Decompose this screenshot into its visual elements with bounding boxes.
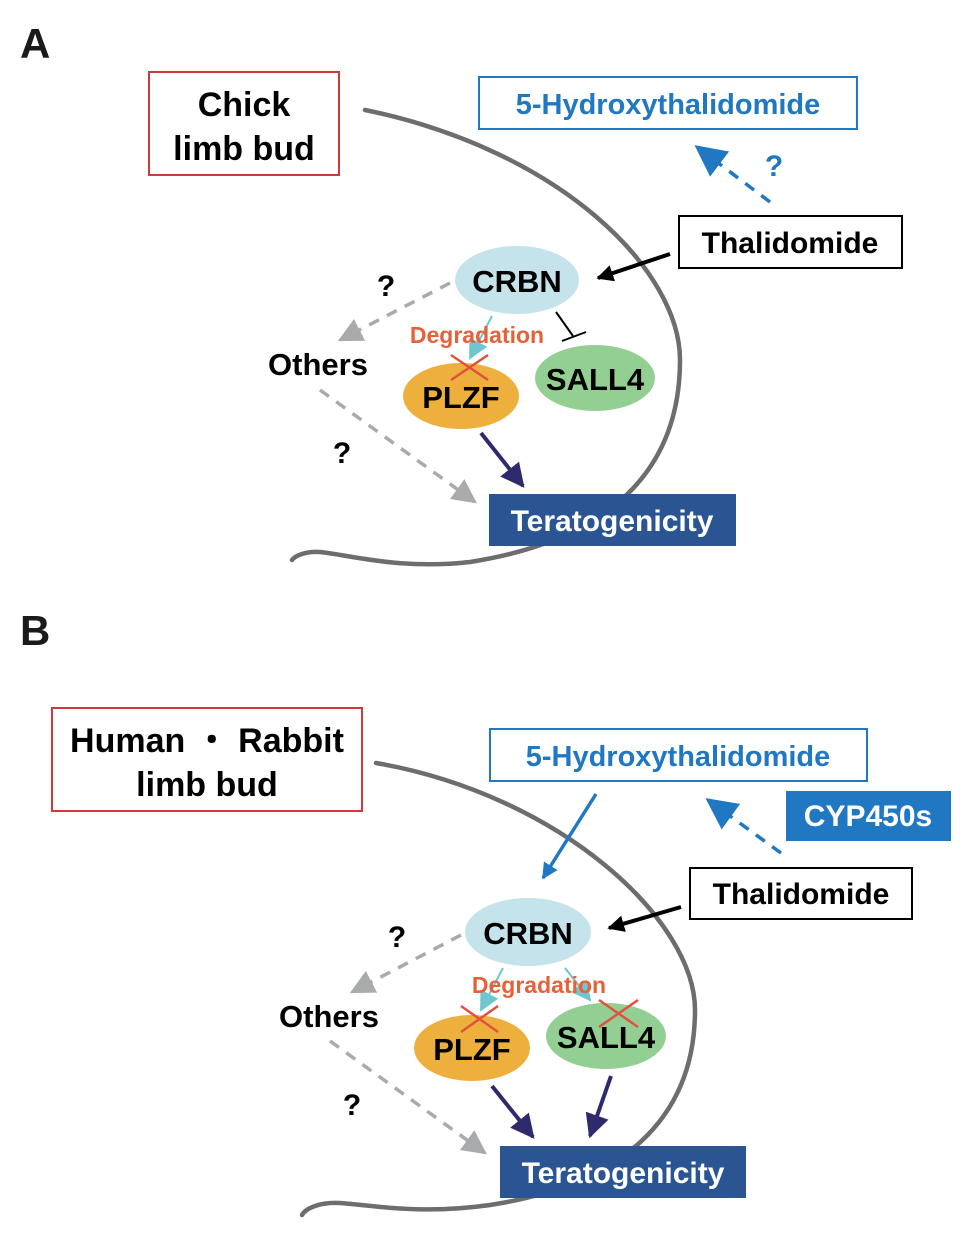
sall4-degraded-cross [598,998,639,1029]
panel-a: A Chick limb bud 5-Hydroxythalidomide ? … [20,20,903,567]
species-box [148,71,340,176]
species-line-1: Human ・ Rabbit [70,722,344,760]
plzf-label: PLZF [422,380,500,415]
sall4-to-teratogenicity-arrow [585,1075,613,1139]
sall4-label: SALL4 [546,362,645,397]
teratogenicity-box [500,1146,746,1198]
sall4-node [546,1003,666,1069]
metabolite-box [489,728,868,782]
metabolite-label: 5-Hydroxythalidomide [526,741,831,773]
crbn-to-others-arrow [337,281,451,342]
panel-label: A [20,20,50,67]
crbn-to-others-arrow [349,933,462,994]
unknown-mark-2: ? [333,437,351,470]
drug-label: Thalidomide [702,227,879,260]
unknown-mark-1: ? [377,270,395,303]
species-line-2: limb bud [136,766,278,804]
crbn-node [465,898,591,966]
drug-to-crbn-arrow [607,905,682,932]
crbn-label: CRBN [472,264,562,299]
plzf-degraded-cross [460,1004,499,1034]
sall4-node [535,345,655,411]
others-label: Others [279,999,379,1034]
metabolism-unknown-mark: ? [765,150,783,183]
crbn-node [455,246,579,314]
plzf-degraded-cross [450,353,489,382]
plzf-to-teratogenicity-arrow [479,431,525,488]
degradation-label: Degradation [472,972,606,998]
panel-label: B [20,607,50,654]
metabolite-label: 5-Hydroxythalidomide [516,89,821,121]
others-label: Others [268,347,368,382]
plzf-node [414,1015,530,1081]
species-line-1: Chick [198,86,291,124]
degradation-arrow-sall4 [564,967,592,1002]
drug-to-crbn-arrow [596,252,671,282]
teratogenicity-box [489,494,736,546]
plzf-label: PLZF [433,1032,511,1067]
plzf-to-teratogenicity-arrow [490,1084,535,1139]
degradation-label: Degradation [410,322,544,348]
drug-box [689,867,913,920]
species-box [51,707,363,812]
metabolite-to-crbn-arrow [541,793,598,880]
sall4-inhibition-mark [555,311,587,342]
species-line-2: limb bud [173,130,315,168]
metabolism-arrow [694,145,772,204]
enzyme-label: CYP450s [804,800,932,833]
enzyme-box [786,791,951,841]
metabolism-arrow [705,798,783,855]
drug-label: Thalidomide [713,878,890,911]
crbn-label: CRBN [483,916,573,951]
sall4-label: SALL4 [557,1020,656,1055]
degradation-arrow-plzf [469,315,493,360]
metabolite-box [478,76,858,130]
unknown-mark-1: ? [388,921,406,954]
drug-box [678,215,903,269]
plzf-node [403,363,519,429]
teratogenicity-label: Teratogenicity [511,505,714,538]
panel-b: B Human ・ Rabbit limb bud 5-Hydroxythali… [20,607,951,1218]
degradation-arrow-plzf [480,967,504,1012]
teratogenicity-label: Teratogenicity [522,1157,725,1190]
unknown-mark-2: ? [343,1089,361,1122]
